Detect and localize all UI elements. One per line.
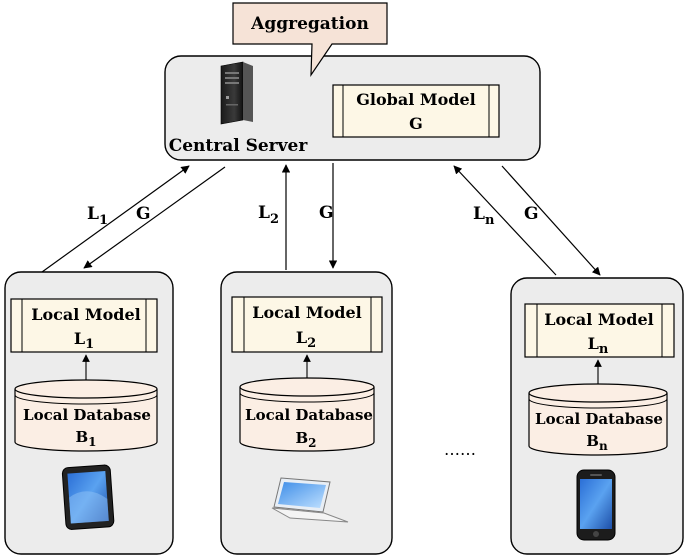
global-model-box bbox=[332, 84, 500, 138]
download-label-1: G bbox=[136, 204, 151, 224]
global-model-title: Global Model bbox=[356, 90, 475, 109]
local-database-symbol-n: Bn bbox=[586, 432, 608, 453]
central-server-label: Central Server bbox=[169, 136, 309, 156]
upload-label-1: L1 bbox=[87, 204, 108, 228]
local-model-symbol-1: L1 bbox=[74, 329, 94, 352]
upload-label-2: L2 bbox=[258, 203, 279, 227]
download-arrow-n bbox=[501, 165, 601, 276]
aggregation-callout bbox=[232, 2, 388, 78]
upload-arrow-n bbox=[453, 165, 557, 276]
download-label-2: G bbox=[319, 203, 334, 223]
tablet-icon bbox=[61, 464, 115, 530]
local-database-cylinder-2 bbox=[239, 377, 375, 452]
upload-arrow-1 bbox=[41, 165, 190, 273]
local-database-title-n: Local Database bbox=[535, 410, 663, 428]
local-database-title-2: Local Database bbox=[245, 406, 373, 424]
local-database-cylinder-n bbox=[528, 383, 668, 456]
laptop-icon bbox=[271, 477, 349, 523]
download-label-n: G bbox=[524, 204, 539, 224]
local-model-symbol-2: L2 bbox=[296, 328, 316, 351]
download-arrow-1 bbox=[83, 166, 226, 269]
more-clients-ellipsis: …… bbox=[444, 440, 476, 459]
local-database-title-1: Local Database bbox=[23, 406, 151, 424]
local-model-title-2: Local Model bbox=[252, 303, 362, 322]
local-database-symbol-2: B2 bbox=[295, 429, 316, 450]
local-model-title-n: Local Model bbox=[544, 310, 654, 329]
local-database-cylinder-1 bbox=[14, 379, 158, 452]
aggregation-label: Aggregation bbox=[250, 14, 369, 34]
upload-label-n: Ln bbox=[473, 204, 495, 228]
local-model-symbol-n: Ln bbox=[588, 334, 609, 357]
server-tower-icon bbox=[220, 61, 253, 125]
local-database-symbol-1: B1 bbox=[75, 428, 96, 449]
smartphone-icon bbox=[576, 469, 616, 541]
global-model-symbol: G bbox=[409, 114, 423, 133]
local-model-title-1: Local Model bbox=[31, 305, 141, 324]
